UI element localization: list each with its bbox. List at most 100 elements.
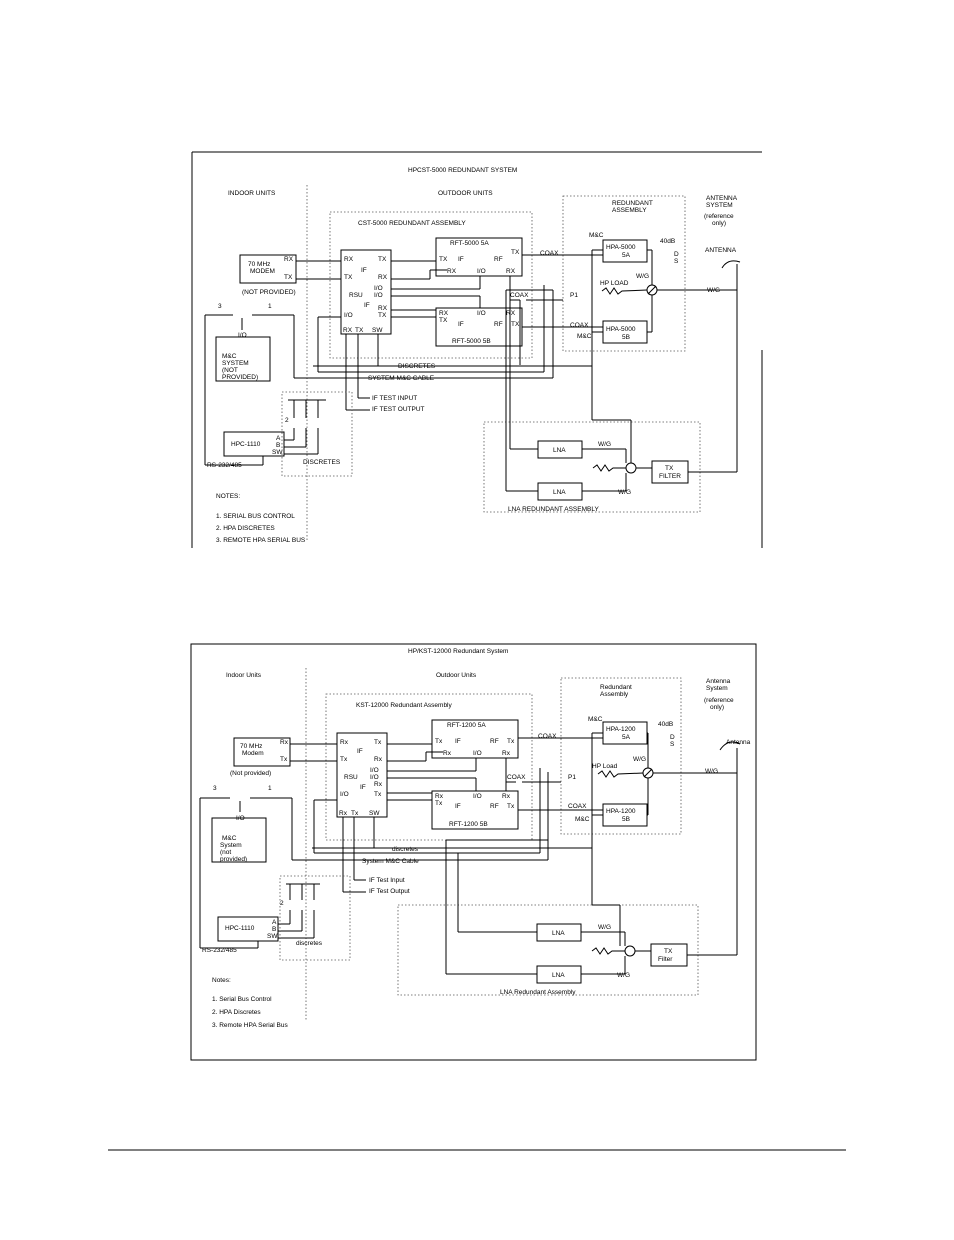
svg-text:RS-232/485: RS-232/485 <box>202 947 237 954</box>
svg-text:1: 1 <box>268 303 272 310</box>
svg-text:LNA: LNA <box>553 447 566 454</box>
svg-text:5B: 5B <box>622 334 630 341</box>
svg-text:Rx: Rx <box>443 750 452 757</box>
svg-text:40dB: 40dB <box>660 238 675 245</box>
svg-text:SW: SW <box>369 810 380 817</box>
svg-text:Tx: Tx <box>507 738 515 745</box>
svg-text:TX: TX <box>511 321 520 328</box>
svg-text:Antenna: Antenna <box>706 678 731 685</box>
svg-text:M&C: M&C <box>575 816 590 823</box>
svg-text:M&C: M&C <box>589 232 604 239</box>
svg-text:HPA-1200: HPA-1200 <box>606 808 636 815</box>
svg-text:IF: IF <box>360 784 366 791</box>
svg-text:TX: TX <box>284 274 293 281</box>
svg-text:DISCRETES: DISCRETES <box>303 459 341 466</box>
svg-text:TX: TX <box>665 465 674 472</box>
svg-text:1. SERIAL BUS CONTROL: 1. SERIAL BUS CONTROL <box>216 513 295 520</box>
svg-text:Redundant: Redundant <box>600 684 632 691</box>
svg-text:2: 2 <box>280 900 284 907</box>
svg-text:SW: SW <box>372 327 383 334</box>
svg-text:3: 3 <box>218 303 222 310</box>
svg-text:W/G: W/G <box>617 972 630 979</box>
svg-text:LNA: LNA <box>553 489 566 496</box>
svg-text:I/O: I/O <box>344 312 353 319</box>
svg-text:Filter: Filter <box>658 956 673 963</box>
svg-text:Rx: Rx <box>374 781 383 788</box>
lna-switch-icon <box>625 462 637 474</box>
rft-a-label: RFT-5000 5A <box>450 240 489 247</box>
svg-text:W/G: W/G <box>598 924 611 931</box>
svg-text:Antenna: Antenna <box>726 739 751 746</box>
svg-text:Tx: Tx <box>374 791 382 798</box>
svg-text:Rx: Rx <box>435 793 444 800</box>
svg-text:40dB: 40dB <box>658 721 673 728</box>
svg-text:A: A <box>276 435 281 442</box>
svg-text:5B: 5B <box>622 816 630 823</box>
svg-text:LNA REDUNDANT ASSEMBLY: LNA REDUNDANT ASSEMBLY <box>508 506 599 513</box>
svg-text:70 MHz: 70 MHz <box>240 743 262 750</box>
svg-text:I/O: I/O <box>236 815 245 822</box>
svg-text:discretes: discretes <box>296 940 323 947</box>
redundant-assembly-label-2: ASSEMBLY <box>612 207 647 214</box>
svg-text:W/G: W/G <box>705 768 718 775</box>
modem-label-2: MODEM <box>250 268 275 275</box>
svg-text:TX: TX <box>664 948 673 955</box>
svg-text:TX: TX <box>439 317 448 324</box>
reference-only-1: (reference <box>704 213 734 220</box>
svg-text:NOTES:: NOTES: <box>216 493 240 500</box>
svg-text:TX: TX <box>511 249 520 256</box>
svg-text:3: 3 <box>213 785 217 792</box>
svg-text:RFT-1200 5B: RFT-1200 5B <box>449 821 488 828</box>
svg-text:IF: IF <box>357 748 363 755</box>
svg-text:5A: 5A <box>622 252 631 259</box>
svg-text:HPC-1110: HPC-1110 <box>225 925 255 932</box>
svg-text:Tx: Tx <box>351 810 359 817</box>
svg-text:IF: IF <box>458 321 464 328</box>
svg-text:TX: TX <box>344 274 353 281</box>
svg-text:Assembly: Assembly <box>600 691 629 698</box>
diagram-hpkst-12000: HP/KST-12000 Redundant System Indoor Uni… <box>190 643 757 1061</box>
svg-text:RX: RX <box>378 305 388 312</box>
svg-text:W/G: W/G <box>636 273 649 280</box>
svg-text:System: System <box>706 685 728 692</box>
antenna-icon <box>721 260 741 269</box>
svg-text:HPA-1200: HPA-1200 <box>606 726 636 733</box>
svg-text:COAX: COAX <box>507 774 526 781</box>
svg-text:Tx: Tx <box>280 756 288 763</box>
diagram-hpcst-5000: HPCST-5000 REDUNDANT SYSTEM INDOOR UNITS… <box>191 151 763 548</box>
svg-text:S: S <box>674 258 679 265</box>
svg-text:Tx: Tx <box>340 756 348 763</box>
svg-text:(Not provided): (Not provided) <box>230 770 271 777</box>
svg-text:B: B <box>272 926 276 933</box>
svg-text:3. REMOTE HPA SERIAL BUS: 3. REMOTE HPA SERIAL BUS <box>216 537 306 544</box>
svg-text:P1: P1 <box>570 292 578 299</box>
svg-text:TX: TX <box>355 327 364 334</box>
svg-text:RS-232/485: RS-232/485 <box>207 462 242 469</box>
svg-text:RX: RX <box>343 327 353 334</box>
diagram1-title: HPCST-5000 REDUNDANT SYSTEM <box>408 167 517 174</box>
svg-text:COAX: COAX <box>570 322 589 329</box>
svg-text:I/O: I/O <box>473 750 482 757</box>
svg-text:System M&C Cable: System M&C Cable <box>362 858 419 865</box>
svg-text:Rx: Rx <box>502 750 511 757</box>
svg-text:Tx: Tx <box>435 738 443 745</box>
svg-text:RX: RX <box>284 256 294 263</box>
svg-text:W/G: W/G <box>618 489 631 496</box>
svg-text:I/O: I/O <box>370 767 379 774</box>
svg-text:only): only) <box>710 704 724 711</box>
svg-text:TX: TX <box>378 256 387 263</box>
svg-text:I/O: I/O <box>370 774 379 781</box>
svg-text:PROVIDED): PROVIDED) <box>222 374 258 381</box>
svg-text:SW: SW <box>272 449 283 456</box>
svg-text:RSU: RSU <box>344 774 358 781</box>
svg-text:RF: RF <box>490 803 499 810</box>
svg-text:RX: RX <box>506 268 516 275</box>
indoor-units-label: INDOOR UNITS <box>228 190 276 197</box>
svg-text:COAX: COAX <box>540 250 559 257</box>
svg-text:RX: RX <box>439 310 449 317</box>
svg-text:RF: RF <box>494 321 503 328</box>
svg-text:Rx: Rx <box>502 793 511 800</box>
modem-label-1: 70 MHz <box>248 261 270 268</box>
antenna-system-label-1: ANTENNA <box>706 195 738 202</box>
reference-only-2: only) <box>712 220 726 227</box>
